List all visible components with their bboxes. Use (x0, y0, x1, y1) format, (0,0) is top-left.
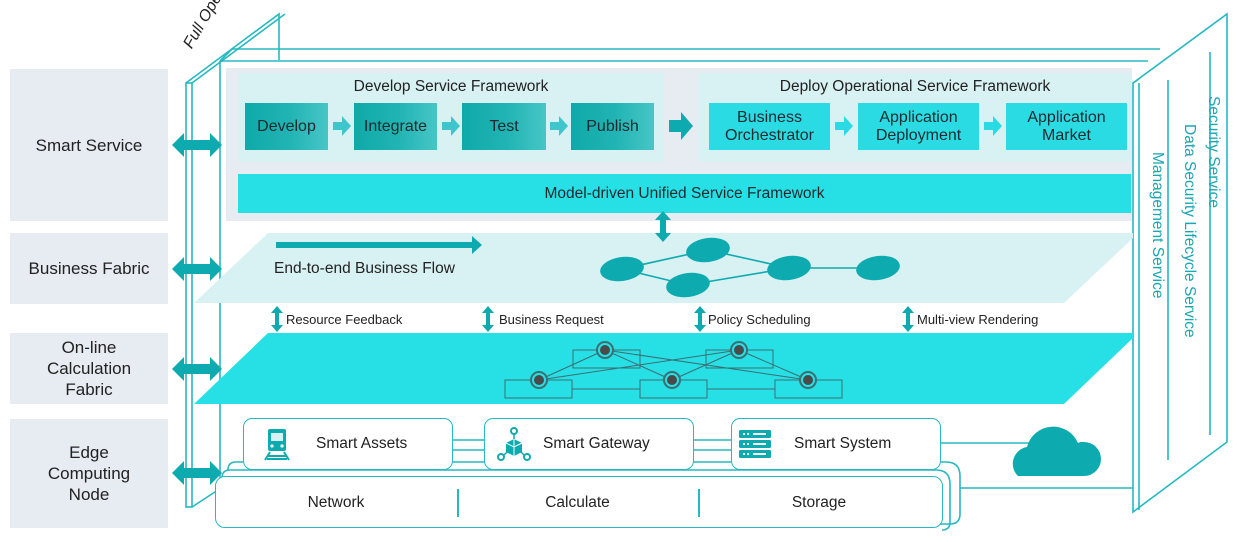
calculation-fabric-plane (194, 333, 1133, 404)
resource-bar (215, 476, 943, 528)
train-icon (264, 429, 290, 461)
full-open-wing (185, 12, 286, 508)
compute-node-icon (799, 371, 817, 389)
side-service-security: Security Service (1205, 96, 1222, 208)
graph-node (600, 256, 644, 282)
compute-node-icon (663, 371, 681, 389)
arrow-right-icon (550, 116, 568, 136)
arrow-right-icon (984, 116, 1002, 136)
resource-network: Network (307, 494, 365, 511)
interaction-label-multi-view-rendering: Multi-view Rendering (917, 312, 1039, 327)
compute-node-icon (596, 341, 614, 359)
compute-nodes (530, 341, 817, 389)
double-arrow-icon (172, 461, 222, 485)
layer-label-business-fabric: Business Fabric (10, 233, 168, 304)
vertical-double-arrow-icon (482, 306, 494, 332)
step-business-orchestrator: Business Orchestrator (709, 103, 830, 150)
step-integrate: Integrate (354, 103, 437, 150)
side-service-management: Management Service (1149, 152, 1166, 299)
step-test: Test (462, 103, 546, 150)
divider (698, 489, 700, 517)
divider (457, 489, 459, 517)
deploy-framework-title: Deploy Operational Service Framework (779, 78, 1051, 95)
arrow-right-icon (333, 116, 351, 136)
interaction-label-business-request: Business Request (499, 312, 604, 327)
compute-node-icon (730, 341, 748, 359)
edge-card-label: Smart Assets (316, 435, 408, 452)
flow-arrow-icon (276, 236, 482, 254)
graph-node (686, 237, 730, 263)
side-service-data-security-lifecycle: Data Security Lifecycle Service (1181, 124, 1198, 338)
edge-card-smart-system: Smart System (731, 418, 941, 470)
graph-node (666, 272, 710, 298)
develop-framework-title: Develop Service Framework (353, 78, 549, 95)
graph-node (856, 255, 900, 281)
arrow-right-icon (442, 116, 460, 136)
edge-card-label: Smart System (794, 435, 892, 452)
edge-connectors (221, 439, 1133, 531)
double-arrow-icon (172, 257, 222, 281)
gateway-cube-icon (497, 427, 531, 461)
layer-label-online-calculation-fabric: On-line Calculation Fabric (10, 333, 168, 404)
arrow-right-icon (835, 116, 853, 136)
step-publish: Publish (571, 103, 654, 150)
vertical-double-arrow-icon (902, 306, 914, 332)
step-application-market: Application Market (1006, 103, 1127, 150)
resource-storage: Storage (791, 494, 847, 511)
interaction-label-resource-feedback: Resource Feedback (286, 312, 403, 327)
vertical-double-arrow-icon (655, 211, 671, 242)
business-fabric-plane (194, 233, 1133, 303)
graph-node (767, 255, 811, 281)
model-driven-unified-service-framework: Model-driven Unified Service Framework (238, 174, 1131, 213)
layer-label-smart-service: Smart Service (10, 69, 168, 221)
interaction-label-policy-scheduling: Policy Scheduling (708, 312, 811, 327)
services-wing (1132, 12, 1228, 514)
arrow-right-icon (669, 112, 693, 140)
vertical-double-arrow-icon (694, 306, 706, 332)
edge-card-smart-assets: Smart Assets (243, 418, 453, 470)
edge-card-label: Smart Gateway (543, 435, 650, 452)
step-application-deployment: Application Deployment (858, 103, 979, 150)
server-rack-icon (739, 430, 771, 458)
resource-calculate: Calculate (545, 494, 610, 511)
edge-card-smart-gateway: Smart Gateway (484, 418, 694, 470)
vertical-double-arrow-icon (271, 306, 283, 332)
step-develop: Develop (245, 103, 328, 150)
layer-label-edge-computing-node: Edge Computing Node (10, 419, 168, 528)
end-to-end-business-flow-label: End-to-end Business Flow (274, 260, 455, 277)
double-arrow-icon (172, 133, 222, 157)
compute-node-icon (530, 371, 548, 389)
double-arrow-icon (172, 357, 222, 381)
cloud-icon (1012, 426, 1101, 476)
